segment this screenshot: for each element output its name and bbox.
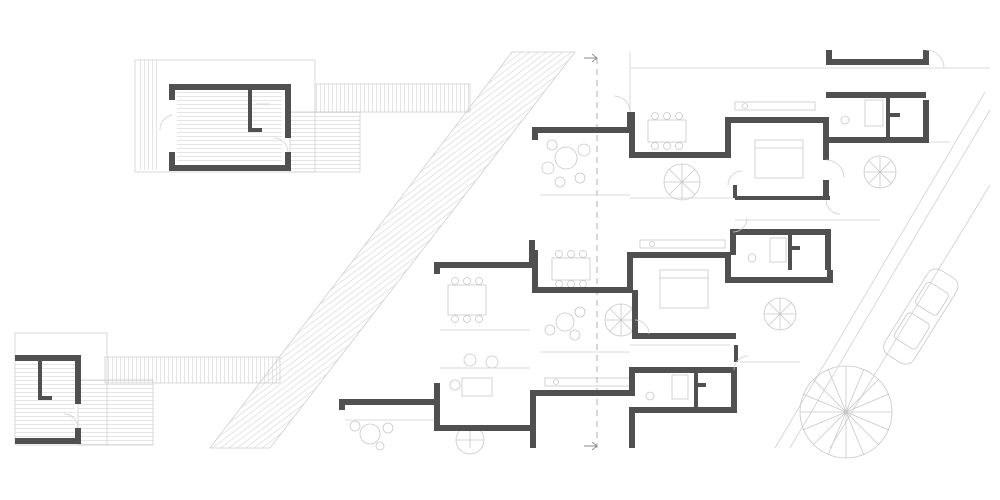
pavilion-unit-lower — [14, 332, 154, 446]
lounge-bottom — [349, 420, 394, 451]
upper-boardwalk — [314, 83, 471, 113]
spiral-stair-upper — [663, 163, 701, 201]
lounge-upper — [541, 139, 591, 188]
terrace-house-walls — [339, 50, 929, 448]
tree-large — [799, 365, 893, 459]
dining-table-upper — [647, 112, 687, 150]
parked-car — [883, 268, 959, 365]
diagonal-ramp — [209, 51, 576, 449]
dining-table-lower — [447, 277, 487, 323]
lower-boardwalk — [104, 356, 281, 384]
bed-upper — [754, 139, 804, 179]
section-cut-line — [584, 53, 598, 451]
lounge-lower — [449, 353, 499, 397]
pavilion-unit-upper — [134, 59, 361, 173]
lounge-middle — [544, 306, 586, 341]
door-swings — [613, 49, 945, 371]
bathroom-fixtures — [645, 99, 884, 401]
street-edges — [774, 91, 991, 449]
dining-table-middle — [551, 250, 591, 288]
tree-small-right — [863, 155, 897, 189]
tree-small-middle — [763, 297, 797, 331]
bed-middle — [659, 269, 709, 309]
